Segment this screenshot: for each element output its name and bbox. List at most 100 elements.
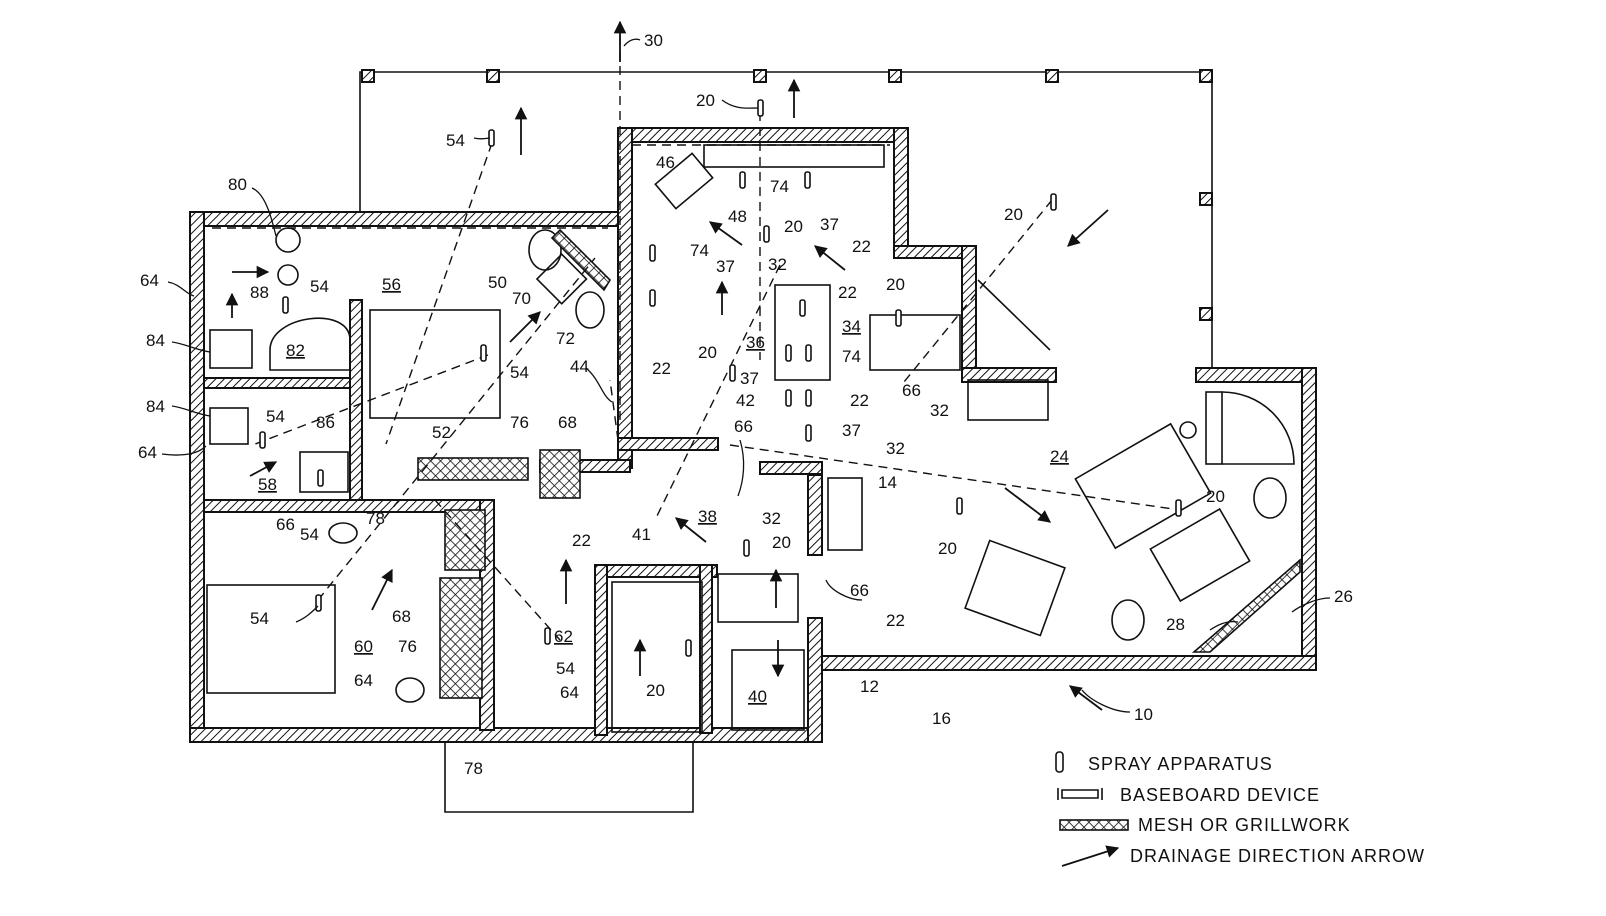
ref-number: 34 (842, 317, 861, 336)
ref-number: 37 (820, 215, 839, 234)
ref-number: 22 (652, 359, 671, 378)
drainage-arrow-icon (1061, 845, 1120, 867)
ref-number: 64 (140, 271, 159, 290)
ref-number: 58 (258, 475, 277, 494)
ref-number: 32 (768, 255, 787, 274)
legend-label-baseboard: BASEBOARD DEVICE (1120, 785, 1320, 805)
ref-number: 37 (740, 369, 759, 388)
ref-number: 76 (398, 637, 417, 656)
ref-number: 62 (554, 627, 573, 646)
ref-number: 20 (784, 217, 803, 236)
ref-number: 74 (842, 347, 861, 366)
legend-label-drainage: DRAINAGE DIRECTION ARROW (1130, 846, 1425, 866)
dashed-lines (212, 36, 1181, 641)
drainage-arrows (225, 20, 1109, 711)
ref-number: 22 (850, 391, 869, 410)
ref-number: 20 (1206, 487, 1225, 506)
ref-number: 36 (746, 333, 765, 352)
legend-label-spray: SPRAY APPARATUS (1088, 754, 1273, 774)
ref-number: 64 (560, 683, 579, 702)
ref-number: 52 (432, 423, 451, 442)
ref-number: 84 (146, 397, 165, 416)
ref-number: 22 (886, 611, 905, 630)
front-porch-outline (444, 740, 694, 813)
ref-number: 32 (886, 439, 905, 458)
ref-number: 42 (736, 391, 755, 410)
leader-lines (161, 38, 1331, 713)
ref-number: 30 (644, 31, 663, 50)
ref-number: 40 (748, 687, 767, 706)
ref-number: 66 (734, 417, 753, 436)
ref-number: 20 (1004, 205, 1023, 224)
ref-number: 54 (310, 277, 329, 296)
ref-number: 46 (656, 153, 675, 172)
ref-number: 50 (488, 273, 507, 292)
ref-number: 56 (382, 275, 401, 294)
rear-patio-outline (359, 69, 1213, 372)
ref-number: 76 (510, 413, 529, 432)
ref-number: 22 (852, 237, 871, 256)
fixtures (206, 144, 1299, 733)
ref-number: 66 (276, 515, 295, 534)
ref-number: 14 (878, 473, 897, 492)
legend-item-spray: SPRAY APPARATUS (1055, 751, 1273, 774)
ref-number: 20 (886, 275, 905, 294)
ref-number: 20 (772, 533, 791, 552)
ref-number: 20 (646, 681, 665, 700)
ref-number: 32 (762, 509, 781, 528)
ref-number: 74 (770, 177, 789, 196)
ref-number: 10 (1134, 705, 1153, 724)
ref-number: 74 (690, 241, 709, 260)
mesh-grillwork-icon (1059, 819, 1129, 831)
legend-item-mesh: MESH OR GRILLWORK (1059, 815, 1351, 835)
ref-number: 66 (902, 381, 921, 400)
ref-number: 68 (392, 607, 411, 626)
ref-number: 44 (570, 357, 589, 376)
ref-number: 24 (1050, 447, 1069, 466)
ref-number: 64 (138, 443, 157, 462)
ref-number: 16 (932, 709, 951, 728)
ref-number: 20 (696, 91, 715, 110)
ref-number: 54 (266, 407, 285, 426)
ref-number: 88 (250, 283, 269, 302)
ref-number: 54 (556, 659, 575, 678)
ref-number: 12 (860, 677, 879, 696)
ref-number: 22 (838, 283, 857, 302)
ref-number: 54 (446, 131, 465, 150)
ref-number: 84 (146, 331, 165, 350)
ref-number: 78 (464, 759, 483, 778)
ref-number: 20 (698, 343, 717, 362)
ref-number: 28 (1166, 615, 1185, 634)
ref-number: 41 (632, 525, 651, 544)
reference-numbers: 30 20 54 46 74 80 48 37 20 22 20 70 74 3… (138, 31, 1353, 778)
ref-number: 38 (698, 507, 717, 526)
legend-label-mesh: MESH OR GRILLWORK (1138, 815, 1351, 835)
ref-number: 66 (850, 581, 869, 600)
ref-number: 68 (558, 413, 577, 432)
legend: SPRAY APPARATUS BASEBOARD DEVICE MESH OR… (1055, 751, 1425, 867)
ref-number: 70 (512, 289, 531, 308)
ref-number: 82 (286, 341, 305, 360)
ref-number: 78 (366, 509, 385, 528)
exterior-walls (189, 127, 1317, 743)
ref-number: 54 (250, 609, 269, 628)
mesh-areas (417, 228, 1301, 699)
ref-number: 20 (938, 539, 957, 558)
spray-apparatus-symbols (259, 99, 1182, 657)
ref-number: 37 (716, 257, 735, 276)
interior-walls (203, 299, 823, 736)
ref-number: 54 (510, 363, 529, 382)
baseboard-device-icon (1057, 788, 1103, 800)
ref-number: 60 (354, 637, 373, 656)
ref-number: 26 (1334, 587, 1353, 606)
ref-number: 86 (316, 413, 335, 432)
ref-number: 22 (572, 531, 591, 550)
ref-number: 64 (354, 671, 373, 690)
legend-item-drainage: DRAINAGE DIRECTION ARROW (1061, 845, 1425, 867)
ref-number: 54 (300, 525, 319, 544)
ref-number: 37 (842, 421, 861, 440)
legend-item-baseboard: BASEBOARD DEVICE (1057, 785, 1320, 805)
ref-number: 80 (228, 175, 247, 194)
ref-number: 72 (556, 329, 575, 348)
